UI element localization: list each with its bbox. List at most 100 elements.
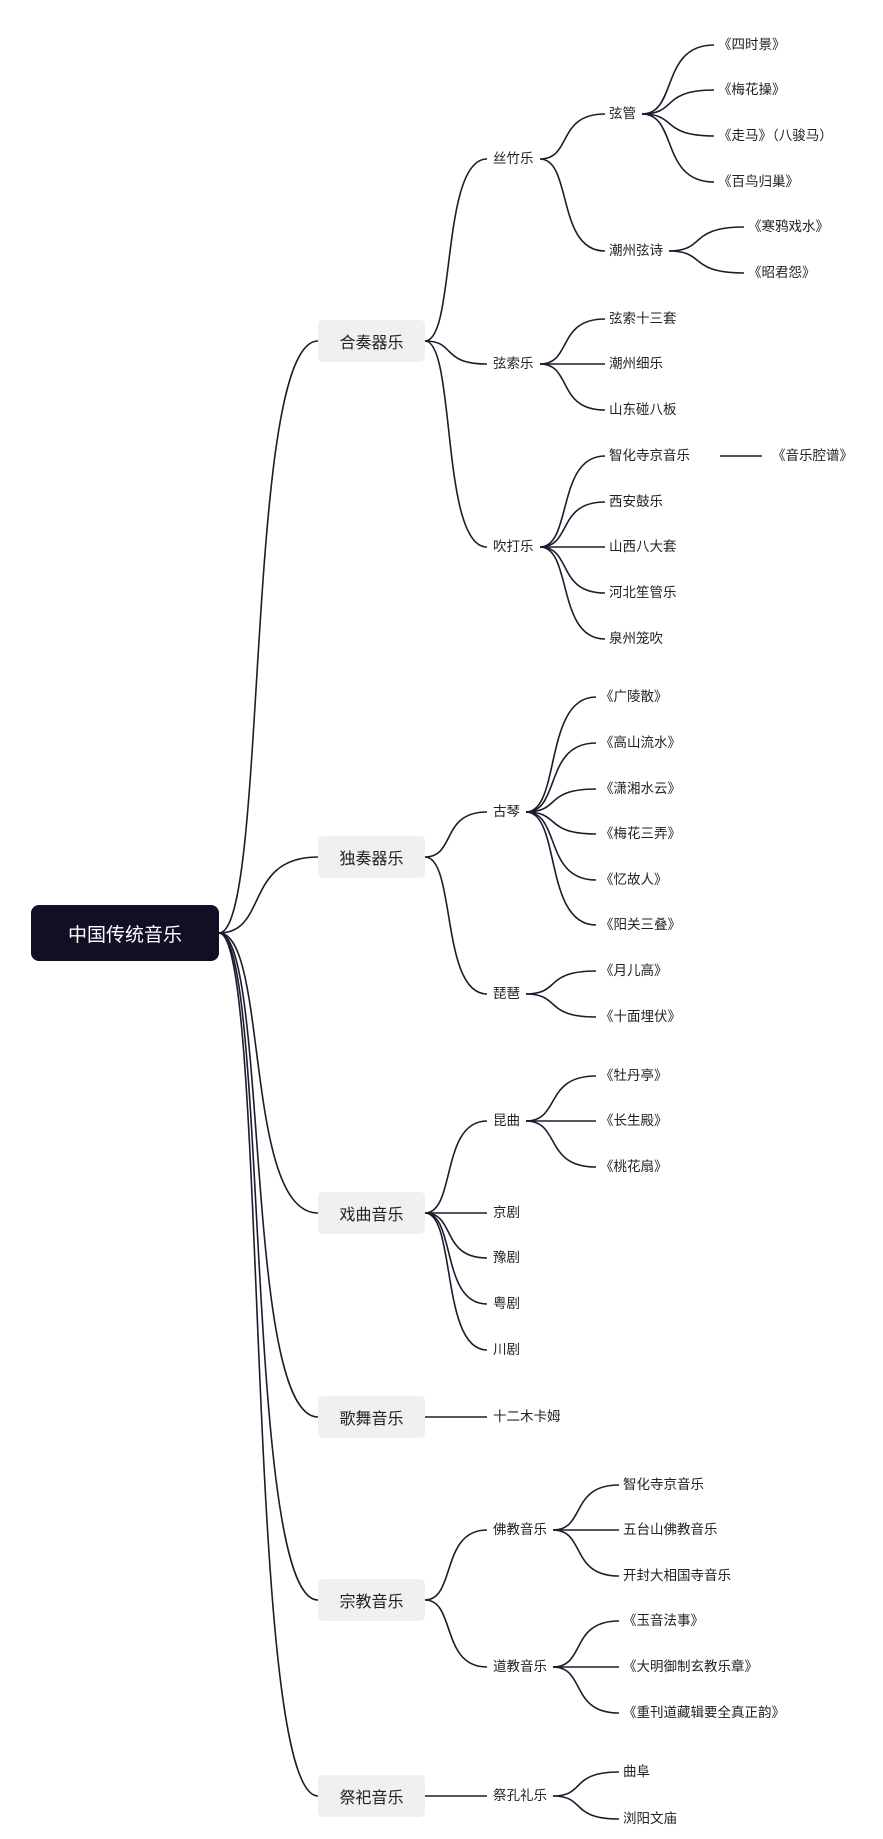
connector-line [424, 1212, 488, 1351]
subtopic-node[interactable]: 《梅花三弄》 [600, 826, 681, 842]
subtopic-node[interactable]: 五台山佛教音乐 [623, 1522, 718, 1538]
topic-node[interactable]: 古琴 [493, 804, 520, 820]
topic-node[interactable]: 川剧 [493, 1342, 520, 1358]
connector-line [552, 1620, 620, 1668]
subtopic-node[interactable]: 山西八大套 [609, 539, 677, 555]
connector-line [539, 318, 606, 365]
leaf-node[interactable]: 《寒鸦戏水》 [748, 219, 829, 235]
subtopic-node[interactable]: 《高山流水》 [600, 735, 681, 751]
topic-node[interactable]: 豫剧 [493, 1250, 520, 1266]
subtopic-node[interactable]: 《玉音法事》 [623, 1613, 704, 1629]
connector-line [539, 546, 606, 594]
subtopic-node[interactable]: 开封大相国寺音乐 [623, 1568, 731, 1584]
connector-line [424, 158, 488, 342]
topic-node[interactable]: 佛教音乐 [493, 1522, 547, 1538]
leaf-node[interactable]: 《音乐腔谱》 [772, 448, 853, 464]
connector-line [539, 363, 606, 411]
topic-node[interactable]: 吹打乐 [493, 539, 534, 555]
connector-line [552, 1529, 620, 1577]
subtopic-node[interactable]: 西安鼓乐 [609, 494, 663, 510]
root-node[interactable]: 中国传统音乐 [31, 905, 219, 961]
connector-line [525, 970, 597, 995]
subtopic-node[interactable]: 《牡丹亭》 [600, 1068, 668, 1084]
connector-line [525, 811, 597, 926]
connector-line [218, 932, 319, 1418]
connector-line [218, 856, 319, 934]
branch-node[interactable]: 戏曲音乐 [318, 1192, 425, 1234]
connector-line [552, 1484, 620, 1531]
subtopic-node[interactable]: 《重刊道藏辑要全真正韵》 [623, 1705, 785, 1721]
connector-line [539, 455, 606, 548]
branch-node[interactable]: 宗教音乐 [318, 1579, 425, 1621]
subtopic-node[interactable]: 潮州弦诗 [609, 243, 663, 259]
connector-line [668, 250, 745, 274]
connector-line [641, 113, 715, 137]
topic-node[interactable]: 祭孔礼乐 [493, 1788, 547, 1804]
connector-line [539, 158, 606, 252]
branch-node[interactable]: 独奏器乐 [318, 836, 425, 878]
subtopic-node[interactable]: 《桃花扇》 [600, 1159, 668, 1175]
connector-line [218, 932, 319, 1601]
subtopic-node[interactable]: 智化寺京音乐 [609, 448, 690, 464]
topic-node[interactable]: 京剧 [493, 1205, 520, 1221]
subtopic-node[interactable]: 河北笙管乐 [609, 585, 677, 601]
subtopic-node[interactable]: 浏阳文庙 [623, 1811, 677, 1827]
connector-line [525, 742, 597, 813]
topic-node[interactable]: 十二木卡姆 [493, 1409, 561, 1425]
connector-line [552, 1795, 620, 1820]
branch-node[interactable]: 歌舞音乐 [318, 1396, 425, 1438]
subtopic-node[interactable]: 弦管 [609, 106, 636, 122]
connector-line [218, 932, 319, 1214]
connector-line [424, 1529, 488, 1601]
subtopic-node[interactable]: 《潇湘水云》 [600, 781, 681, 797]
branch-node[interactable]: 合奏器乐 [318, 320, 425, 362]
leaf-node[interactable]: 《梅花操》 [718, 82, 786, 98]
subtopic-node[interactable]: 潮州细乐 [609, 356, 663, 372]
connector-line [525, 811, 597, 881]
subtopic-node[interactable]: 《阳关三叠》 [600, 917, 681, 933]
topic-node[interactable]: 道教音乐 [493, 1659, 547, 1675]
topic-node[interactable]: 琵琶 [493, 986, 520, 1002]
connector-line [424, 1212, 488, 1305]
connector-line [641, 89, 715, 115]
connector-line [641, 44, 715, 115]
subtopic-node[interactable]: 《广陵散》 [600, 689, 668, 705]
leaf-node[interactable]: 《走马》（八骏马） [718, 128, 833, 144]
connector-line [218, 340, 319, 934]
connector-line [525, 788, 597, 813]
topic-node[interactable]: 弦索乐 [493, 356, 534, 372]
leaf-node[interactable]: 《百鸟归巢》 [718, 174, 799, 190]
connector-line [424, 1120, 488, 1214]
connector-line [668, 226, 745, 252]
subtopic-node[interactable]: 山东碰八板 [609, 402, 677, 418]
subtopic-node[interactable]: 《十面埋伏》 [600, 1009, 681, 1025]
topic-node[interactable]: 昆曲 [493, 1113, 520, 1129]
connector-line [424, 1599, 488, 1668]
leaf-node[interactable]: 《四时景》 [718, 37, 786, 53]
connector-line [424, 340, 488, 365]
connector-line [525, 696, 597, 813]
connector-line [424, 340, 488, 548]
subtopic-node[interactable]: 智化寺京音乐 [623, 1477, 704, 1493]
branch-node[interactable]: 祭祀音乐 [318, 1775, 425, 1817]
topic-node[interactable]: 丝竹乐 [493, 151, 534, 167]
subtopic-node[interactable]: 泉州笼吹 [609, 631, 663, 647]
subtopic-node[interactable]: 《忆故人》 [600, 872, 668, 888]
connector-line [539, 501, 606, 548]
connector-line [424, 856, 488, 995]
subtopic-node[interactable]: 曲阜 [623, 1764, 650, 1780]
subtopic-node[interactable]: 《月儿高》 [600, 963, 668, 979]
connector-line [641, 113, 715, 183]
subtopic-node[interactable]: 《长生殿》 [600, 1113, 668, 1129]
subtopic-node[interactable]: 《大明御制玄教乐章》 [623, 1659, 758, 1675]
topic-node[interactable]: 粤剧 [493, 1296, 520, 1312]
connector-line [424, 1212, 488, 1259]
connector-line [424, 811, 488, 858]
connector-line [552, 1666, 620, 1714]
subtopic-node[interactable]: 弦索十三套 [609, 311, 677, 327]
connector-line [525, 993, 597, 1018]
connector-line [539, 113, 606, 160]
leaf-node[interactable]: 《昭君怨》 [748, 265, 816, 281]
connector-line [525, 1075, 597, 1122]
